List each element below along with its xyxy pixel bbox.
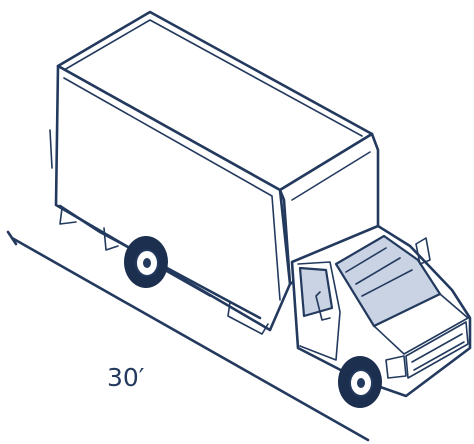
- length-label: 30′: [107, 363, 145, 392]
- wheel-icon: [338, 356, 382, 408]
- truck-cab: [290, 224, 472, 398]
- cargo-box: [49, 10, 380, 335]
- wheel-icon: [124, 236, 168, 288]
- dimension-arrow-icon: [6, 230, 370, 442]
